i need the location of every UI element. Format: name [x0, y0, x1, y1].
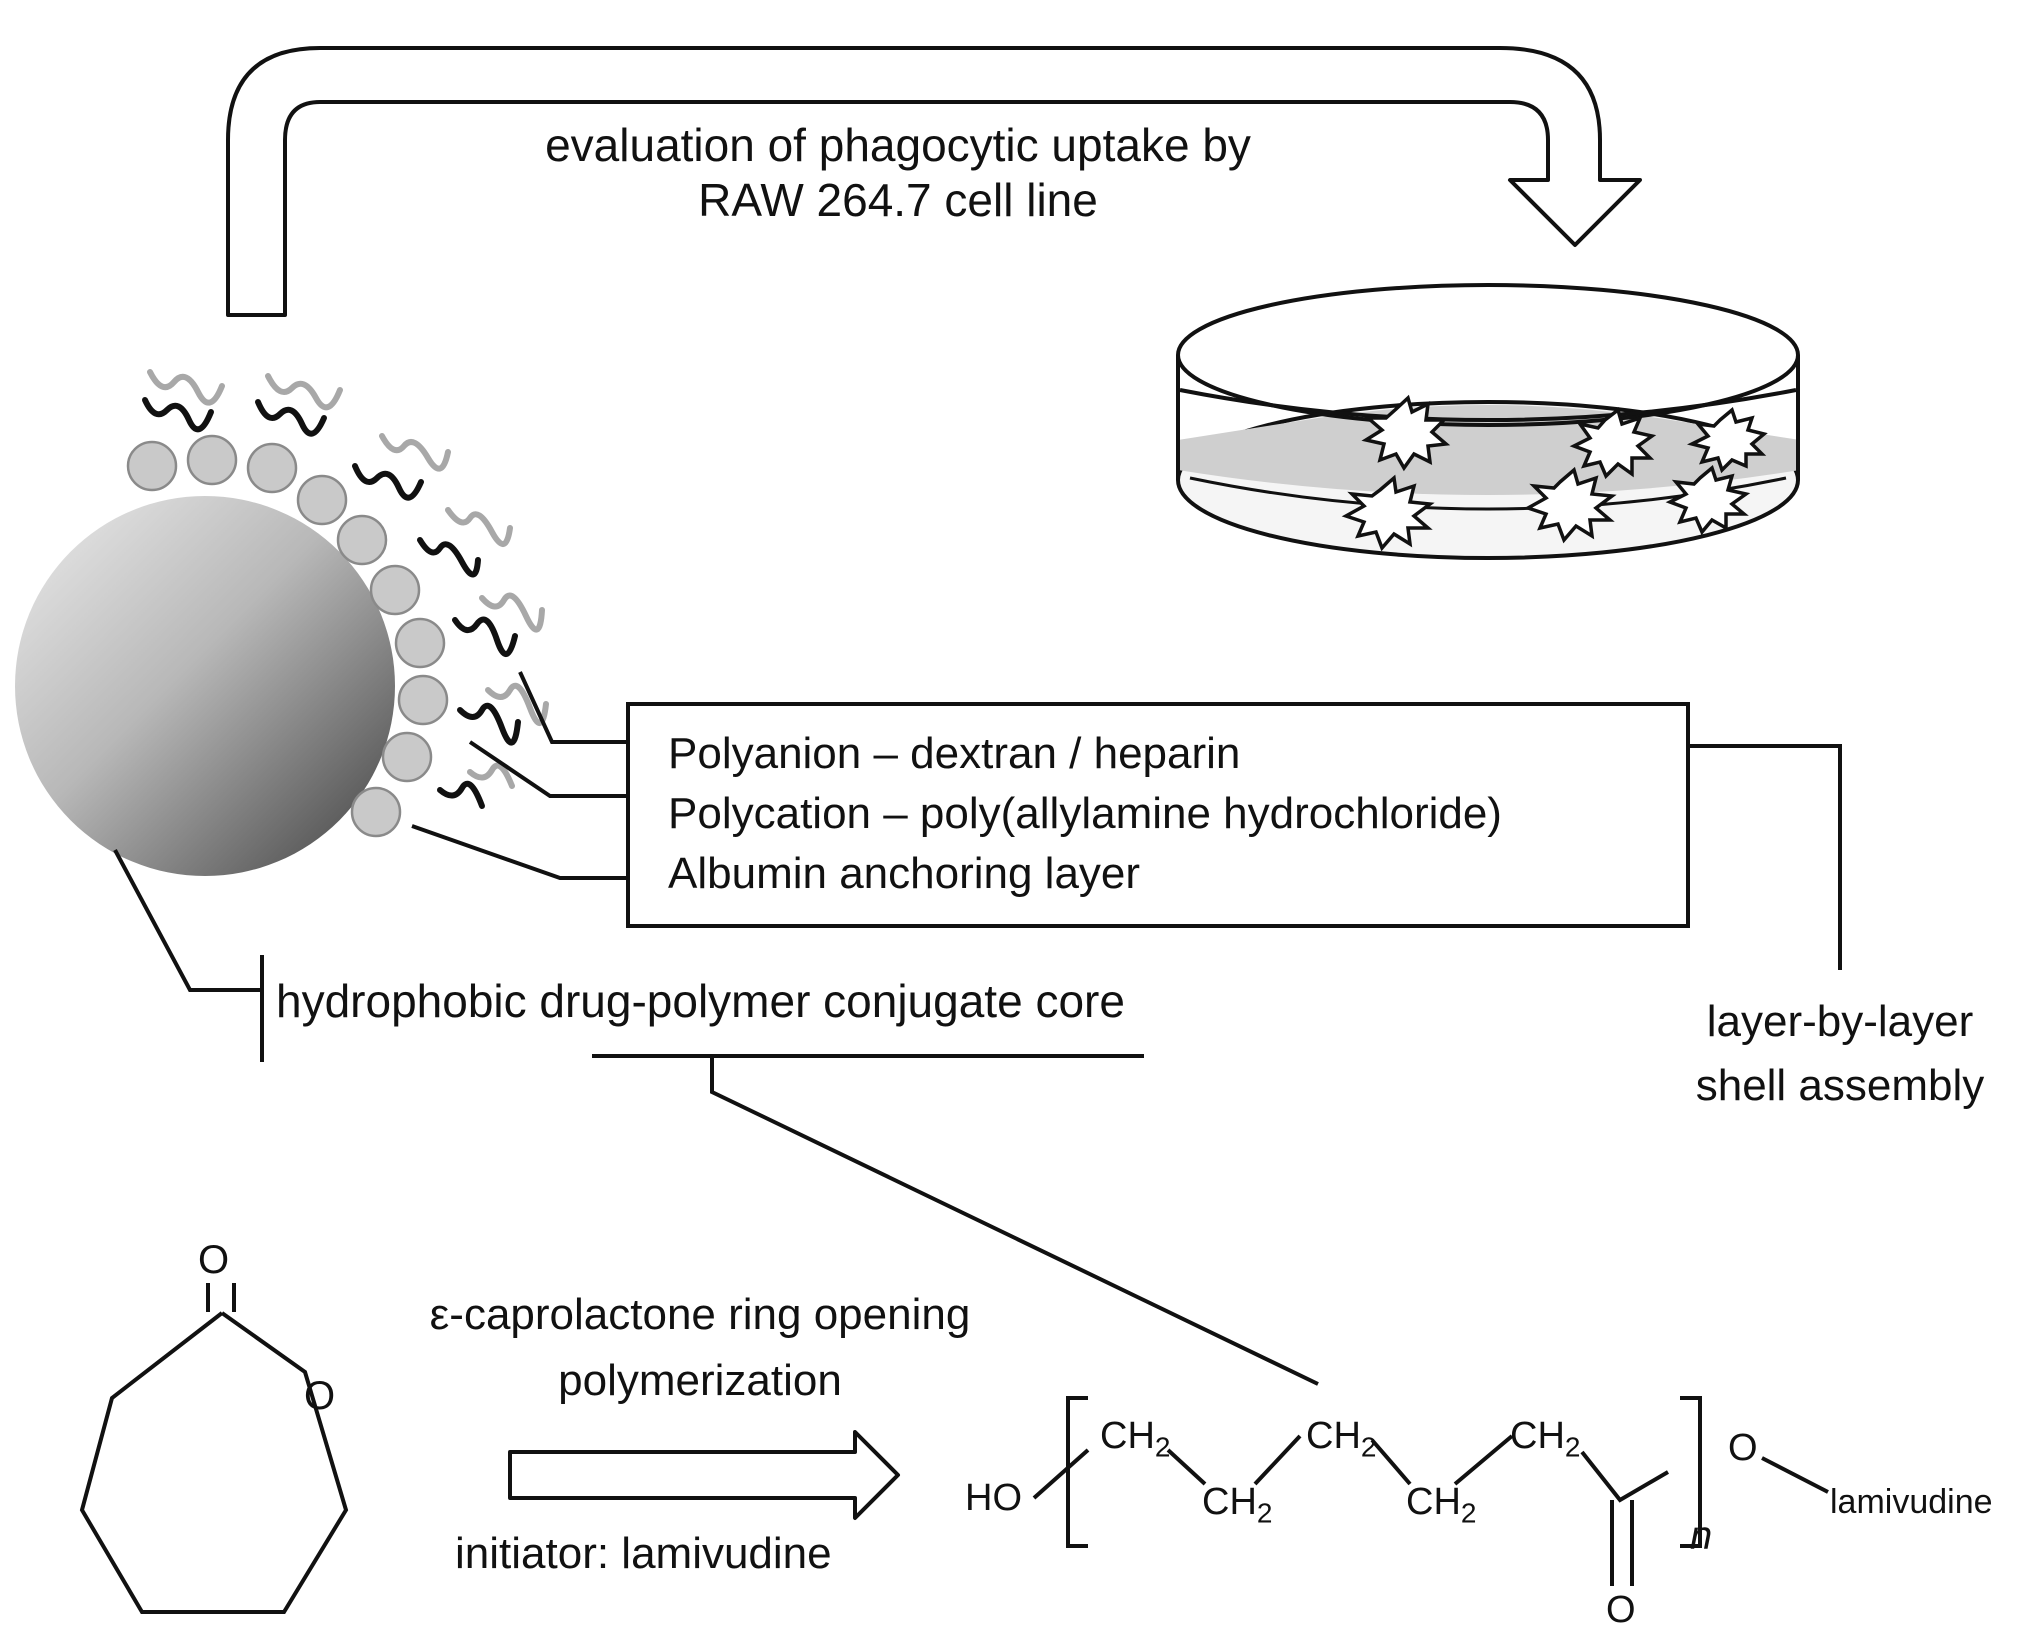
polyanion-chain: [445, 507, 513, 547]
albumin-protein: [336, 514, 388, 566]
reaction-arrow: [508, 1430, 900, 1520]
reaction-label-line2: polymerization: [558, 1356, 842, 1405]
shell-layer-polycation: Polycation – poly(allylamine hydrochlori…: [668, 789, 1502, 838]
drug-polymer-core: [15, 496, 395, 876]
shell-layers-list: Polyanion – dextran / heparin Polycation…: [668, 724, 1502, 904]
polymer-terminal-lamivudine: lamivudine: [1830, 1483, 1993, 1521]
uptake-label: evaluation of phagocytic uptake by RAW 2…: [458, 118, 1338, 228]
dish-liquid: [1178, 405, 1800, 495]
albumin-protein: [186, 434, 238, 486]
reaction-label: ε-caprolactone ring opening polymerizati…: [340, 1282, 1060, 1414]
shell-assembly-label: layer-by-layer shell assembly: [1620, 990, 2040, 1118]
polymer-ester-oxygen: O: [1728, 1427, 1758, 1469]
albumin-protein: [296, 474, 348, 526]
polycation-chain: [437, 780, 485, 809]
polyanion-chains: [147, 369, 549, 789]
polyanion-connector: [518, 671, 628, 744]
polycation-chain: [452, 616, 518, 657]
uptake-label-line2: RAW 264.7 cell line: [698, 174, 1098, 227]
polyanion-chain: [479, 592, 545, 633]
polyanion-chain: [265, 373, 343, 411]
core-connector: [113, 849, 262, 992]
reaction-label-line1: ε-caprolactone ring opening: [429, 1290, 971, 1339]
polyanion-chain: [467, 762, 515, 789]
dish-inner-edge: [1179, 388, 1797, 422]
methylene-group: CH2: [1100, 1415, 1171, 1463]
albumin-protein: [350, 786, 402, 838]
albumin-layer: [126, 434, 449, 838]
methylene-group: CH2: [1202, 1481, 1273, 1529]
repeat-bracket-left: [1066, 1396, 1088, 1548]
macrophage-cell: [1361, 394, 1451, 472]
polyanion-chain: [147, 369, 225, 406]
repeat-bracket-right: [1680, 1396, 1702, 1548]
albumin-connector: [411, 824, 628, 880]
dish-rim: [1176, 283, 1800, 427]
macrophage-cell: [1523, 466, 1617, 544]
polycation-chain: [417, 537, 481, 578]
polycation-chain: [255, 399, 327, 437]
shell-assembly-line2: shell assembly: [1695, 1061, 1985, 1110]
shell-layer-polyanion: Polyanion – dextran / heparin: [668, 729, 1241, 778]
polycation-chain: [142, 397, 214, 433]
zoom-connector: [710, 1056, 1319, 1386]
albumin-protein: [381, 731, 433, 783]
polymer-hydroxyl-end: HO: [965, 1477, 1022, 1519]
initiator-label: initiator: lamivudine: [455, 1529, 832, 1578]
polycation-chain: [457, 702, 521, 746]
caprolactone-carbonyl-oxygen: O: [198, 1238, 230, 1282]
shell-layers-box: [626, 702, 1690, 928]
pcl-backbone: [1032, 1448, 1090, 1500]
albumin-protein: [394, 617, 446, 669]
methylene-group: CH2: [1406, 1481, 1477, 1529]
macrophage-cell: [1665, 465, 1751, 536]
polycation-connector: [468, 740, 628, 798]
shell-layer-albumin: Albumin anchoring layer: [668, 849, 1141, 898]
uptake-arrow: [226, 46, 1642, 317]
shell-assembly-connector: [1688, 744, 1842, 970]
core-label: hydrophobic drug-polymer conjugate core: [276, 975, 1125, 1027]
shell-assembly-line1: layer-by-layer: [1706, 997, 1974, 1046]
macrophage-cell: [1569, 407, 1657, 480]
polyanion-chain: [379, 433, 451, 472]
polycation-chain: [352, 463, 424, 501]
petri-dish: [1176, 283, 1800, 560]
macrophage-cell: [1686, 407, 1768, 474]
polyanion-chain: [485, 682, 549, 726]
methylene-group: CH2: [1510, 1415, 1581, 1463]
pcl-structure: [1032, 1396, 1829, 1586]
polycation-chains: [142, 397, 521, 809]
albumin-protein: [126, 440, 178, 492]
macrophage-cell: [1341, 474, 1435, 552]
albumin-protein: [246, 442, 298, 494]
methylene-group: CH2: [1306, 1415, 1377, 1463]
caprolactone-structure: [79, 1283, 349, 1614]
repeat-unit-n: n: [1690, 1514, 1713, 1558]
polymer-carbonyl-oxygen: O: [1606, 1589, 1636, 1631]
albumin-protein: [397, 674, 449, 726]
macrophage-cells: [1341, 394, 1768, 552]
caprolactone-ring-oxygen: O: [304, 1374, 336, 1418]
albumin-protein: [369, 564, 421, 616]
uptake-label-line1: evaluation of phagocytic uptake by: [545, 119, 1251, 171]
